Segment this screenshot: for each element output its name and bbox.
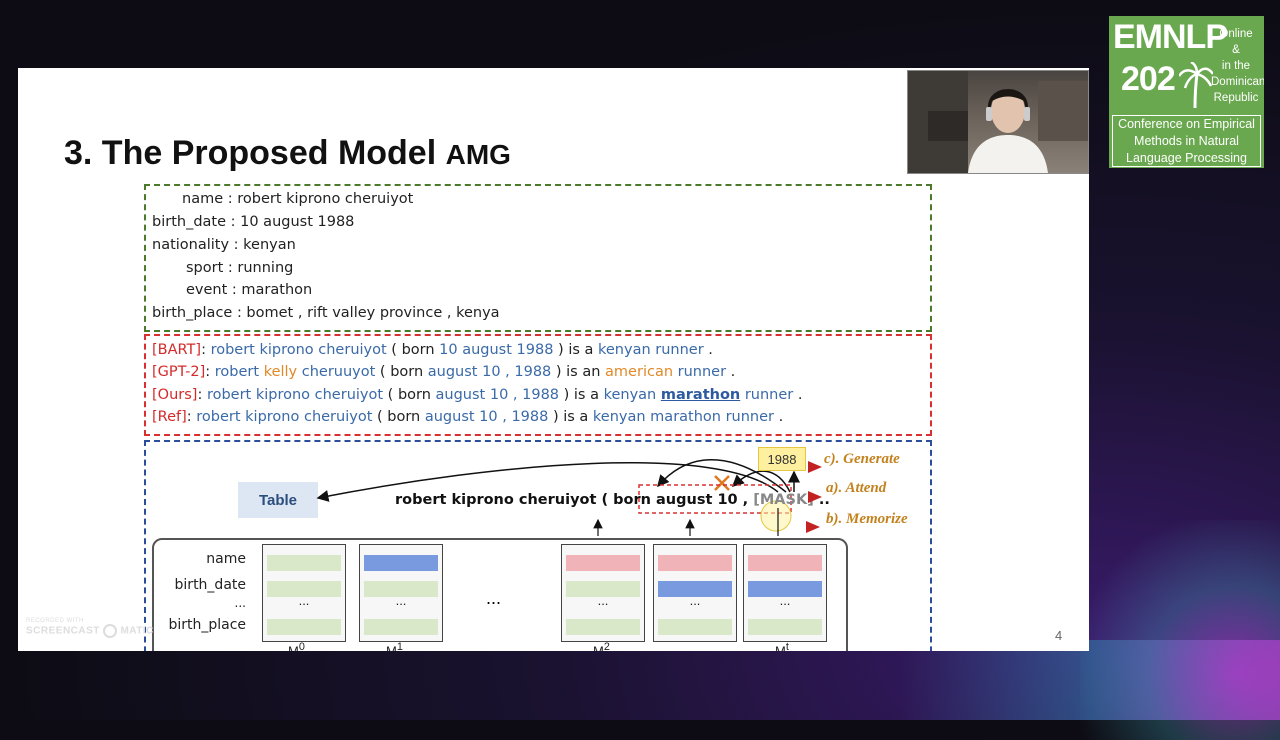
output-gpt2: [GPT-2]: robert kelly cheruuyot ( born a… — [152, 364, 736, 380]
conference-location: Online & in the Dominican Republic — [1211, 28, 1264, 104]
memory-cell: ... — [359, 544, 443, 642]
ellipsis: ... — [486, 588, 502, 608]
memory-label: M0 — [288, 641, 305, 651]
conference-name: Conference on Empirical Methods in Natur… — [1112, 115, 1261, 167]
decoder-sequence: robert kiprono cheruiyot ( born august 1… — [395, 492, 830, 508]
table-line: birth_date : 10 august 1988 — [152, 214, 355, 230]
table-line: event : marathon — [186, 282, 313, 298]
memory-cell: ... — [561, 544, 645, 642]
arrow-icon — [808, 461, 822, 473]
memory-label: M1 — [386, 641, 403, 651]
memory-label: Mt — [775, 641, 789, 651]
arrow-icon — [808, 491, 822, 503]
table-line: name : robert kiprono cheruiyot — [182, 191, 414, 207]
model-diagram-box — [144, 440, 932, 651]
record-icon — [103, 624, 118, 638]
step-memorize: b). Memorize — [826, 511, 908, 527]
memory-cell: ... — [653, 544, 737, 642]
screencast-watermark: RECORDED WITH SCREENCAST MATIC — [26, 618, 154, 638]
arrow-icon — [806, 521, 820, 533]
slide-title: 3. The Proposed Model AMG — [64, 134, 511, 172]
input-table-box — [144, 184, 932, 332]
model-outputs-box — [144, 334, 932, 436]
model-name: AMG — [445, 139, 511, 170]
memory-label: M2 — [593, 641, 610, 651]
row-label: ... — [234, 596, 246, 610]
memory-cell: ... — [262, 544, 346, 642]
step-attend: a). Attend — [826, 480, 887, 496]
table-line: nationality : kenyan — [152, 237, 296, 253]
table-line: sport : running — [186, 260, 294, 276]
page-number: 4 — [1055, 628, 1063, 643]
background-glow-bottom — [900, 640, 1280, 720]
generated-token: 1988 — [758, 447, 806, 471]
speaker-avatar — [908, 71, 1088, 173]
row-label: name — [206, 551, 246, 567]
conference-logo: EMNLP 202 Online & in the Dominican Repu… — [1109, 16, 1264, 168]
palm-tree-icon — [1179, 62, 1213, 108]
step-generate: c). Generate — [824, 451, 900, 467]
row-label: birth_place — [168, 617, 246, 633]
output-bart: [BART]: robert kiprono cheruiyot ( born … — [152, 342, 713, 358]
speaker-webcam — [907, 70, 1089, 174]
memory-cell: ... — [743, 544, 827, 642]
table-node: Table — [238, 482, 318, 518]
attention-arrows — [316, 459, 800, 536]
mask-token: [MASK] — [753, 492, 814, 508]
output-ours: [Ours]: robert kiprono cheruiyot ( born … — [152, 387, 803, 403]
row-label: birth_date — [174, 577, 246, 593]
output-ref: [Ref]: robert kiprono cheruiyot ( born a… — [152, 409, 784, 425]
memory-frame — [152, 538, 848, 651]
table-line: birth_place : bomet , rift valley provin… — [152, 305, 500, 321]
